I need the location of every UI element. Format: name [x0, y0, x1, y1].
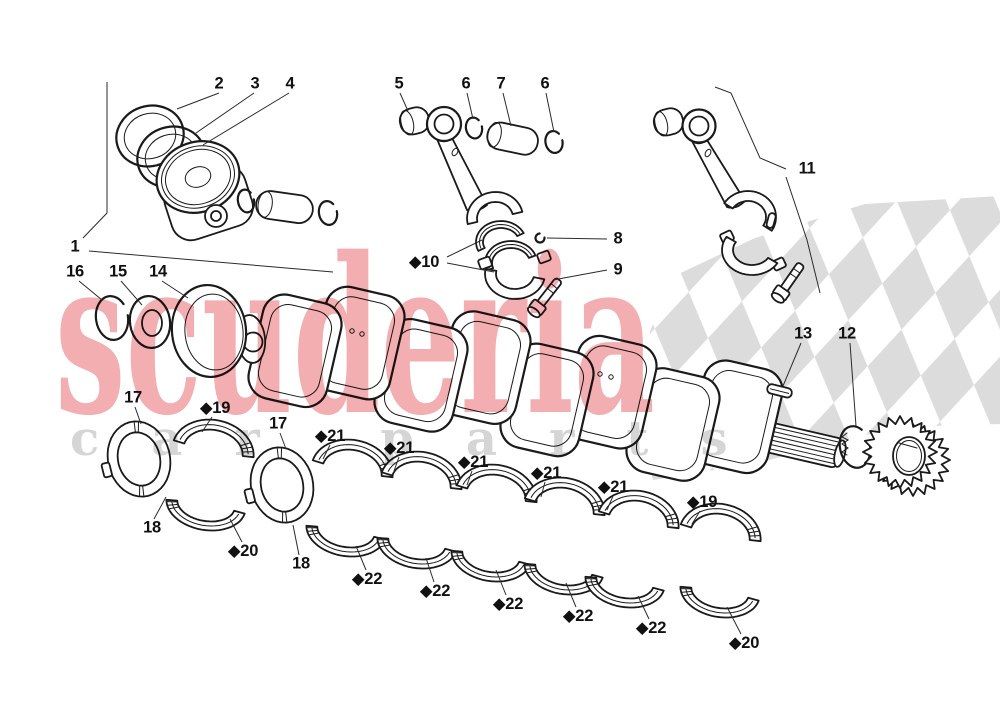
- part-label-21-24: ◆21: [597, 478, 629, 496]
- main-bearing-shells-upper: [172, 418, 762, 543]
- leader-line: [466, 92, 474, 120]
- watermark-tagline: car parts: [70, 411, 779, 467]
- part-label-21-22: ◆21: [457, 453, 489, 471]
- leader-line: [399, 92, 409, 112]
- part-label-15-13: 15: [109, 262, 127, 281]
- part-label-22-31: ◆22: [492, 595, 524, 613]
- leader-line: [120, 280, 143, 306]
- leader-line: [446, 262, 495, 273]
- part-label-22-33: ◆22: [635, 619, 667, 637]
- leader-line: [540, 481, 546, 498]
- part-label-14-14: 14: [149, 262, 167, 281]
- part-label-20-34: ◆20: [728, 634, 760, 652]
- piston-body: [155, 140, 254, 242]
- small-end-bushing: [652, 107, 685, 137]
- part-label-1-0: 1: [70, 237, 80, 256]
- leader-line: [495, 569, 507, 596]
- part-label-6-7: 6: [540, 74, 550, 93]
- leader-line: [393, 456, 400, 472]
- part-label-21-20: ◆21: [314, 427, 346, 445]
- part-label-6-5: 6: [461, 74, 471, 93]
- part-label-21-21: ◆21: [383, 439, 415, 457]
- leader-line: [279, 432, 287, 450]
- leader-line: [466, 470, 473, 486]
- leader-line: [201, 416, 213, 433]
- part-label-19-25: ◆19: [686, 493, 718, 511]
- leader-line: [545, 92, 555, 133]
- part-label-16-12: 16: [66, 262, 84, 281]
- leader-line: [726, 606, 742, 635]
- part-label-22-30: ◆22: [419, 582, 451, 600]
- part-label-4-3: 4: [285, 74, 295, 93]
- part-label-3-2: 3: [250, 74, 260, 93]
- part-label-18-28: 18: [292, 554, 310, 573]
- piston-pin: [236, 188, 339, 226]
- leader-line: [78, 280, 103, 301]
- part-label-19-18: ◆19: [199, 399, 231, 417]
- leader-line: [502, 92, 512, 127]
- part-label-5-4: 5: [394, 74, 404, 93]
- part-label-9-10: 9: [613, 260, 623, 279]
- line-art: [94, 104, 951, 619]
- part-label-2-1: 2: [214, 74, 224, 93]
- leader-line: [202, 92, 290, 146]
- watermark-brand: scuderia: [55, 210, 655, 463]
- part-label-7-6: 7: [496, 74, 506, 93]
- leader-line: [134, 406, 142, 425]
- part-label-8-9: 8: [613, 229, 623, 248]
- crankshaft: [170, 283, 847, 482]
- part-label-10-11: ◆10: [408, 253, 440, 271]
- leader-line: [176, 92, 220, 110]
- leader-line: [691, 510, 701, 525]
- cap-dowel: [765, 212, 777, 229]
- front-bearing-ring: [128, 295, 172, 349]
- leader-line: [195, 92, 255, 134]
- part-label-17-19: 17: [269, 414, 287, 433]
- leader-line: [88, 250, 334, 273]
- leader-line: [849, 342, 857, 427]
- leader-line: [546, 237, 608, 240]
- leader-line: [446, 239, 483, 258]
- part-label-17-17: 17: [124, 388, 142, 407]
- part-label-20-27: ◆20: [227, 542, 259, 560]
- leader-line: [292, 524, 300, 556]
- connecting-rod-center: [398, 105, 564, 319]
- leader-line: [229, 518, 243, 543]
- leader-lines: [78, 82, 857, 635]
- watermark: scuderia car parts: [55, 210, 779, 467]
- leader-line: [425, 557, 435, 583]
- leader-line: [153, 496, 167, 520]
- leader-line: [161, 280, 189, 299]
- rod-bolt: [770, 262, 805, 304]
- part-label-18-26: 18: [143, 518, 161, 537]
- pin-cylinder: [255, 190, 314, 224]
- part-label-21-23: ◆21: [530, 464, 562, 482]
- leader-line: [606, 495, 614, 511]
- leader-line: [322, 444, 331, 460]
- rod-bearing-shells: [475, 220, 537, 272]
- piston-assembly: [115, 104, 339, 242]
- part-label-22-32: ◆22: [562, 607, 594, 625]
- part-label-22-29: ◆22: [351, 570, 383, 588]
- leader-line: [785, 176, 821, 294]
- leader-line: [565, 582, 577, 608]
- connecting-rod-right: [652, 107, 805, 304]
- part-label-12-16: 12: [838, 324, 856, 343]
- part-label-11-8: 11: [798, 159, 816, 178]
- woodruff-key: [766, 383, 793, 399]
- front-circlip: [94, 295, 130, 341]
- leader-line: [714, 86, 787, 170]
- main-bearing-shells-lower: [165, 498, 760, 619]
- rod-bolt: [527, 277, 562, 319]
- leader-line: [82, 82, 108, 239]
- piston-pin-loose: [486, 121, 539, 156]
- thrust-washers: [100, 420, 315, 524]
- leader-line: [552, 269, 608, 281]
- timing-sprocket: [862, 415, 951, 497]
- leader-line: [355, 545, 367, 571]
- leader-line: [782, 342, 802, 387]
- leader-line: [637, 595, 650, 620]
- part-label-13-15: 13: [794, 324, 812, 343]
